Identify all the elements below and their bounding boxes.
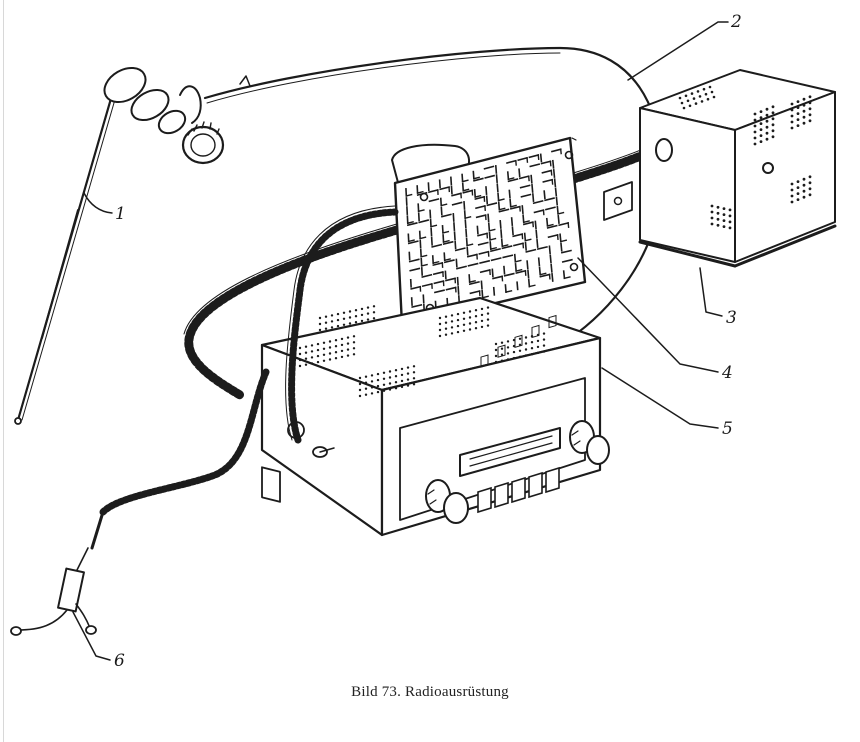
box-cable-gland — [655, 138, 673, 162]
mounting-bracket — [603, 181, 633, 221]
callout-3: 3 — [726, 308, 737, 328]
cable-2-loop — [203, 46, 663, 347]
callout-1: 1 — [115, 204, 126, 224]
preset-button-4 — [528, 324, 543, 499]
scan-edge-line — [3, 0, 4, 742]
preset-button-3 — [511, 334, 526, 504]
preset-button-2 — [494, 344, 509, 509]
figure-caption: Bild 73. Radioausrüstung — [351, 684, 509, 700]
power-lead — [10, 368, 270, 636]
leader-lines — [72, 21, 729, 661]
callout-6: 6 — [114, 651, 125, 671]
radio-rear-connectors — [261, 421, 335, 503]
power-supply-box — [638, 69, 837, 268]
box-screw — [762, 162, 774, 174]
callout-5: 5 — [722, 419, 733, 439]
plate-circuit-pattern — [405, 148, 573, 313]
antenna — [14, 66, 225, 425]
preset-button-5 — [545, 314, 560, 494]
box-vent-holes — [678, 85, 812, 230]
left-knob — [425, 479, 469, 524]
preset-button-1 — [477, 354, 492, 514]
callout-4: 4 — [721, 363, 733, 383]
callout-2: 2 — [730, 12, 742, 32]
preset-buttons — [477, 314, 560, 514]
antenna-lead — [285, 205, 399, 444]
right-knob — [569, 420, 610, 465]
